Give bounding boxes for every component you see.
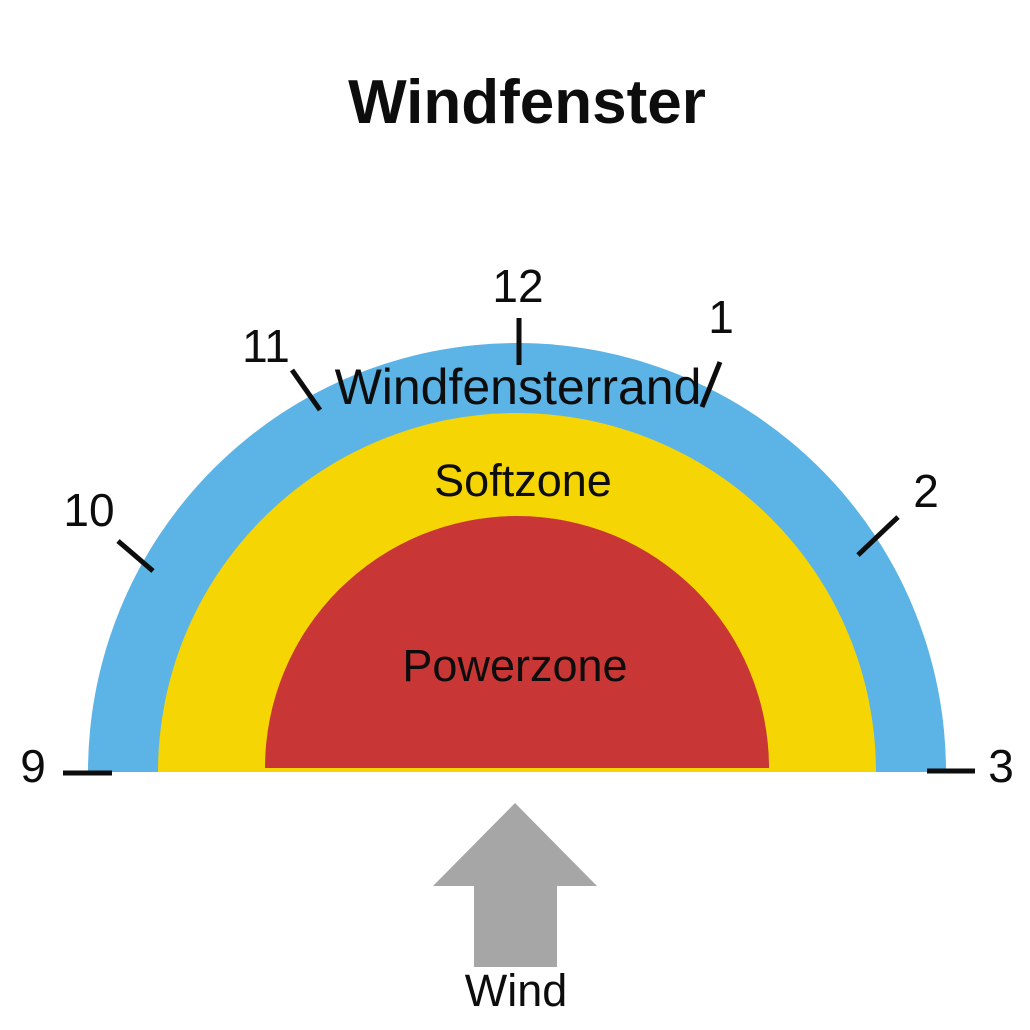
- clock-label-12: 12: [492, 260, 543, 312]
- tick-1: [699, 361, 723, 408]
- clock-label-9: 9: [20, 740, 46, 792]
- wind-label: Wind: [465, 965, 568, 1016]
- clock-label-10: 10: [63, 484, 114, 536]
- tick-2: [856, 515, 900, 557]
- clock-label-11: 11: [242, 320, 290, 372]
- softzone-label: Softzone: [434, 455, 612, 506]
- tick-11: [289, 368, 323, 412]
- wind-arrow-icon: [433, 803, 597, 967]
- tick-10: [116, 539, 155, 573]
- powerzone-shape: [265, 516, 769, 768]
- page-title: Windfenster: [348, 68, 706, 137]
- clock-label-2: 2: [913, 465, 939, 517]
- clock-label-3: 3: [988, 740, 1014, 792]
- windfensterrand-label: Windfensterrand: [335, 359, 702, 415]
- clock-label-1: 1: [708, 291, 734, 343]
- powerzone-label: Powerzone: [402, 640, 627, 691]
